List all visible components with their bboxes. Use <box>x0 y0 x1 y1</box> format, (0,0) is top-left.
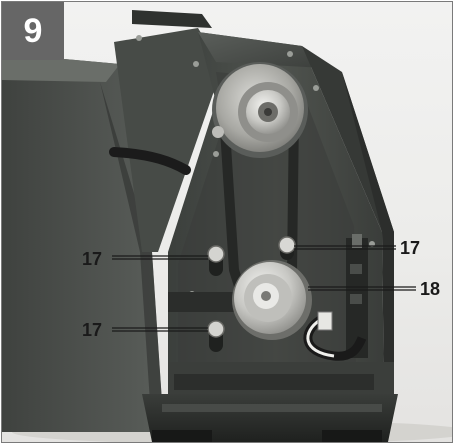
callout-17-lower-left: 17 <box>82 320 103 340</box>
callout-17-upper-right: 17 <box>400 238 421 258</box>
figure-number-badge: 9 <box>2 2 64 60</box>
callout-17-upper-left: 17 <box>82 249 103 269</box>
callout-18-pulley: 18 <box>420 279 441 299</box>
